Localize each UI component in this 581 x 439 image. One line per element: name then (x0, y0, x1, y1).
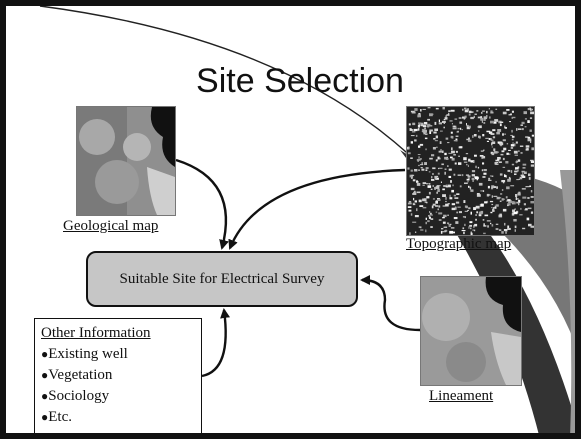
info-item-vegetation: ●Vegetation (41, 367, 113, 383)
bullet-icon: ● (41, 410, 49, 424)
other-information-box: Other Information ●Existing well ●Vegeta… (34, 318, 202, 436)
info-item-etc: ●Etc. (41, 409, 72, 425)
topographic-map-label: Topographic map (406, 236, 512, 252)
arrow-geological-to-site (175, 158, 229, 250)
slide-title: Site Selection (196, 62, 404, 100)
lineament-image (420, 276, 522, 386)
arrow-topographic-to-site (228, 168, 406, 250)
lineament-label: Lineament (429, 388, 494, 404)
bullet-icon: ● (41, 389, 49, 403)
arrow-info-to-site (201, 308, 231, 378)
geological-map-image (76, 106, 176, 216)
info-item-sociology: ●Sociology (41, 388, 110, 404)
suitable-site-box: Suitable Site for Electrical Survey (86, 251, 358, 307)
other-information-title: Other Information (41, 325, 151, 341)
info-item-existing-well: ●Existing well (41, 346, 128, 362)
bullet-icon: ● (41, 347, 49, 361)
suitable-site-label: Suitable Site for Electrical Survey (119, 270, 325, 287)
topographic-map-image (406, 106, 535, 236)
geological-map-label: Geological map (63, 218, 159, 234)
bullet-icon: ● (41, 368, 49, 382)
arrow-lineament-to-site (360, 275, 421, 332)
